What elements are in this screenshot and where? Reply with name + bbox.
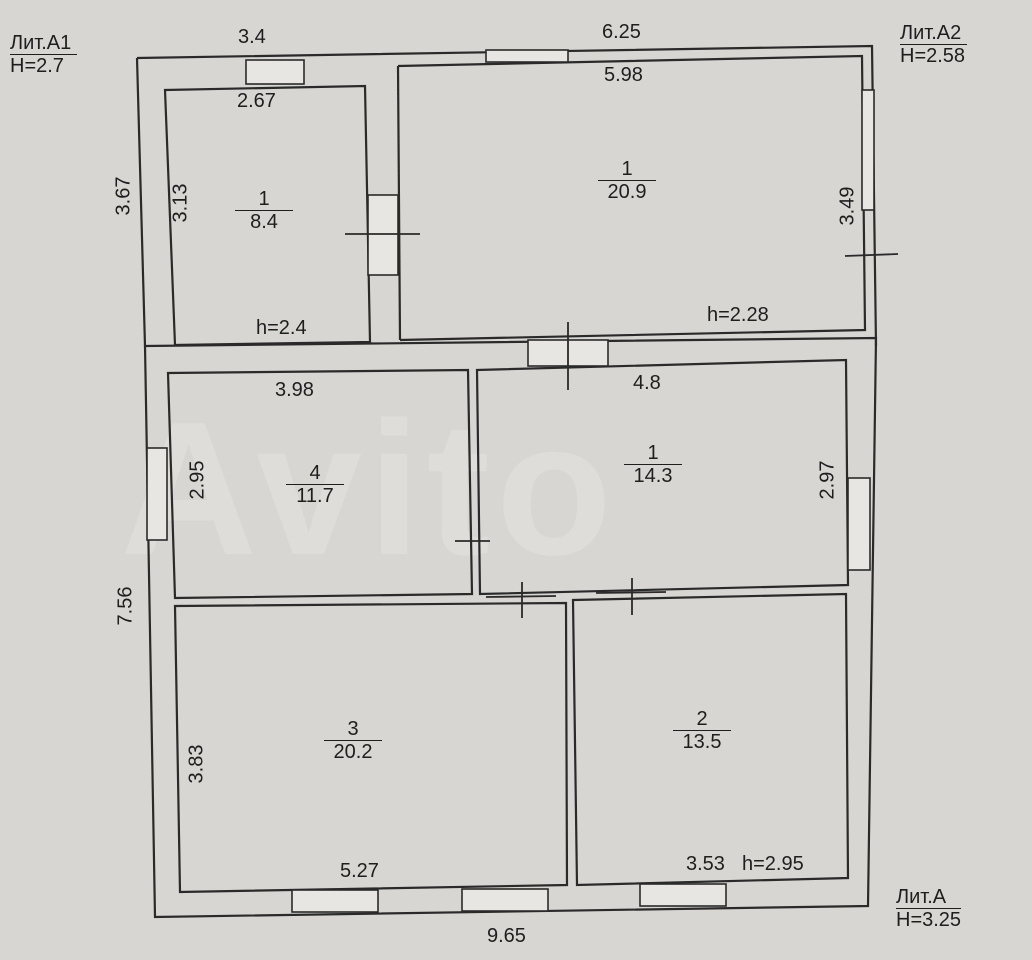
room-area: 20.2 xyxy=(333,741,373,763)
dim-room1-w: 4.8 xyxy=(633,372,661,394)
room-number: 2 xyxy=(673,708,731,731)
lit-a1-height: H=2.7 xyxy=(10,55,64,77)
lit-a-height: H=3.25 xyxy=(896,909,962,931)
window-room4-left xyxy=(146,447,168,541)
room-number: 4 xyxy=(286,462,344,485)
dim-top-a1: 3.4 xyxy=(238,26,266,48)
room-area: 8.4 xyxy=(250,211,278,233)
lit-a1-label: Лит.А1 H=2.7 xyxy=(10,32,78,77)
window-bottom-2 xyxy=(461,888,549,912)
window-a2-right xyxy=(861,89,875,211)
dim-inner-a2-h: 3.49 xyxy=(836,186,859,226)
dim-left-a1: 3.67 xyxy=(112,176,135,216)
dim-h-main: h=2.95 xyxy=(742,853,804,875)
dim-room3-h: 3.83 xyxy=(185,744,208,784)
lit-a-name: Лит.А xyxy=(896,886,962,909)
dim-left-main: 7.56 xyxy=(114,586,137,626)
room-a1-label: 1 8.4 xyxy=(229,188,299,233)
room-a2-label: 1 20.9 xyxy=(592,158,662,203)
dim-inner-a2-w: 5.98 xyxy=(604,64,643,86)
wall-partition-a1-a2 xyxy=(396,65,402,341)
wall-a1-inner xyxy=(163,84,372,347)
dim-room4-w: 3.98 xyxy=(275,379,314,401)
window-room1-right xyxy=(847,477,871,571)
outer-wall-top xyxy=(136,44,878,347)
window-bottom-3 xyxy=(639,883,727,907)
lit-a2-height: H=2.58 xyxy=(900,45,966,67)
room-area: 11.7 xyxy=(296,485,334,507)
room-2-label: 2 13.5 xyxy=(667,708,737,753)
room-area: 20.9 xyxy=(607,181,647,203)
window-bottom-1 xyxy=(291,889,379,913)
room-number: 3 xyxy=(324,718,382,741)
room-area: 13.5 xyxy=(682,731,722,753)
dim-room3-w: 5.27 xyxy=(340,860,379,882)
dim-room2-w: 3.53 xyxy=(686,853,725,875)
room-number: 1 xyxy=(598,158,656,181)
room-4-label: 4 11.7 xyxy=(280,462,350,507)
window-a1-top xyxy=(245,59,305,85)
dim-room1-h: 2.97 xyxy=(816,460,839,500)
dim-inner-a1-w: 2.67 xyxy=(237,90,276,112)
room-number: 1 xyxy=(235,188,293,211)
dim-h-a1: h=2.4 xyxy=(256,317,307,339)
dim-inner-a1-h: 3.13 xyxy=(169,183,192,223)
room-3-label: 3 20.2 xyxy=(318,718,388,763)
dim-room4-h: 2.95 xyxy=(186,460,209,500)
wall-room1 xyxy=(475,358,850,596)
dim-bottom-main: 9.65 xyxy=(487,925,526,947)
outer-wall-main xyxy=(143,336,878,919)
dim-h-a2: h=2.28 xyxy=(707,304,769,326)
window-a2-top xyxy=(485,49,569,63)
door-a1-a2 xyxy=(367,194,399,276)
lit-a2-name: Лит.А2 xyxy=(900,22,968,45)
wall-room3 xyxy=(173,601,569,894)
lit-a1-name: Лит.А1 xyxy=(10,32,78,55)
wall-room2 xyxy=(571,592,850,887)
room-number: 1 xyxy=(624,442,682,465)
lit-a2-label: Лит.А2 H=2.58 xyxy=(900,22,968,67)
room-area: 14.3 xyxy=(633,465,673,487)
outer-wall-left-a1 xyxy=(135,57,147,347)
lit-a-label: Лит.А H=3.25 xyxy=(896,886,962,931)
wall-room4 xyxy=(166,368,474,600)
dim-top-a2: 6.25 xyxy=(602,21,641,43)
room-1-label: 1 14.3 xyxy=(618,442,688,487)
